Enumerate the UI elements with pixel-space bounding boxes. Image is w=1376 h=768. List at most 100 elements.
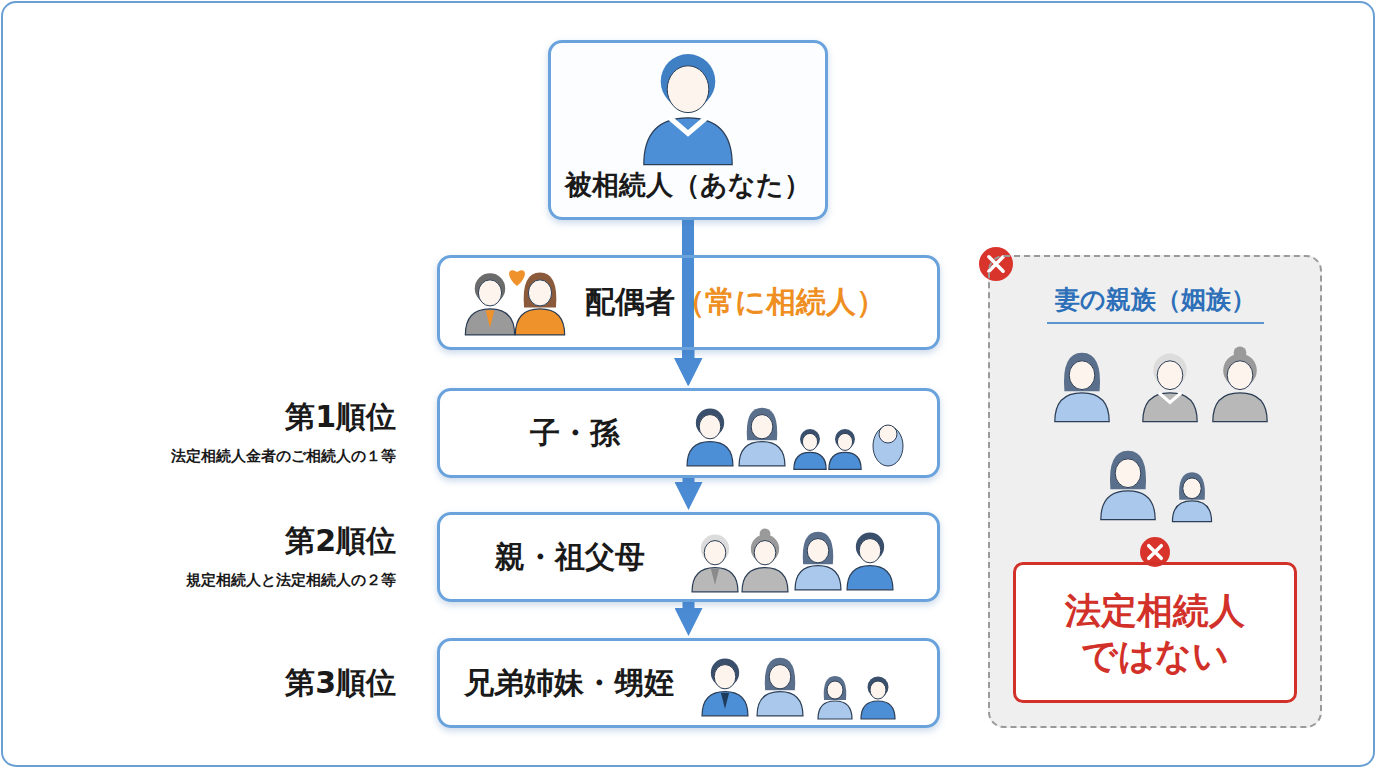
baby-face (879, 425, 897, 443)
connector-arrow (683, 602, 695, 608)
hair (824, 676, 847, 700)
node-label: 被相続人（あなた） (565, 167, 811, 203)
hair-bun (760, 528, 771, 539)
box-fill (548, 40, 828, 220)
collar (670, 118, 706, 134)
face (1069, 361, 1095, 390)
face (1115, 459, 1141, 488)
rank-note: 法定相続人金者のご相続人の１等 (171, 447, 396, 466)
face (751, 415, 773, 439)
person-icon (847, 532, 893, 589)
person-icon (1143, 354, 1197, 422)
person-icon (818, 676, 852, 719)
rank-box: 親・祖父母第2順位規定相続人と法定相続人の２等 (437, 512, 940, 602)
person-icon (687, 408, 733, 465)
face (528, 280, 551, 306)
face (1227, 361, 1253, 390)
face (827, 681, 843, 699)
person-body (742, 568, 788, 592)
hair (747, 408, 777, 440)
person-body (465, 309, 514, 335)
not-heir-box: 法定相続人 ではない (1013, 562, 1297, 703)
person-body (739, 442, 785, 466)
face (802, 433, 817, 450)
node-label: 親・祖父母 (495, 537, 645, 578)
person-body (644, 118, 732, 165)
heart (509, 270, 525, 286)
node-label: 法定相続人 ではない (1024, 588, 1286, 678)
person-body (1101, 491, 1155, 520)
face (1157, 361, 1183, 390)
person-icon (644, 54, 732, 165)
person-icon (794, 429, 826, 469)
tie (721, 693, 729, 709)
face (667, 66, 709, 113)
node-label: 子・孫 (530, 413, 620, 454)
person-icon (757, 658, 803, 716)
person-body (795, 566, 841, 590)
person-icon (702, 658, 748, 715)
person-icon (1101, 451, 1155, 520)
baby-swaddle (873, 426, 903, 466)
person-icon (465, 273, 514, 335)
face (859, 539, 881, 563)
person-body (861, 701, 895, 719)
person-icon (1172, 472, 1211, 521)
node-label: （常に相続人） (675, 282, 886, 323)
face (807, 539, 829, 563)
face (769, 665, 791, 689)
face (754, 541, 776, 565)
person-body (829, 452, 861, 469)
hair (803, 532, 833, 564)
person-icon (692, 534, 738, 591)
person-icon (739, 408, 785, 466)
person-icon (515, 273, 564, 335)
rank-heading: 第1順位 (285, 397, 396, 438)
tie (486, 310, 495, 327)
in-law-panel: 妻の親族（姻族） 法定相続人 ではない (988, 255, 1322, 728)
node-label: 配偶者 (585, 282, 675, 323)
hair (1064, 353, 1100, 391)
person-body (1172, 501, 1211, 522)
person-body (1143, 393, 1197, 422)
face (870, 681, 886, 699)
person-body (757, 692, 803, 716)
face (699, 415, 721, 439)
person-body (1213, 393, 1267, 422)
person-body (1055, 393, 1109, 422)
hair (1110, 451, 1146, 489)
rank-heading: 第3順位 (285, 663, 396, 704)
person-icon (795, 532, 841, 590)
person-icon (861, 677, 895, 720)
node-label: 妻の親族（姻族） (1047, 283, 1264, 324)
face (478, 280, 501, 306)
person-icon (1055, 353, 1109, 422)
person-body (794, 452, 826, 469)
panel-fill (988, 255, 1322, 728)
person-body (702, 692, 748, 716)
face (704, 541, 726, 565)
person-icon (829, 429, 861, 469)
box-fill (1013, 562, 1297, 703)
person-body (818, 701, 852, 719)
rank-heading: 第2順位 (285, 521, 396, 562)
tie (711, 569, 719, 585)
face (714, 665, 736, 689)
person-icon (742, 528, 788, 591)
hair (765, 658, 795, 690)
rank-note: 規定相続人と法定相続人の２等 (186, 571, 396, 590)
hair (524, 273, 557, 308)
collar (1159, 393, 1181, 403)
face (1183, 478, 1201, 499)
node-label: 兄弟姉妹・甥姪 (464, 663, 674, 704)
person-icon (1213, 346, 1267, 421)
cross-mark (979, 247, 1013, 281)
hair (1179, 472, 1205, 500)
root-box: 被相続人（あなた） (548, 40, 828, 220)
hair-bun (1234, 346, 1247, 359)
spouse-box: 配偶者（常に相続人） (437, 255, 940, 350)
rank-box: 子・孫第1順位法定相続人金者のご相続人の１等 (437, 388, 940, 478)
person-body (847, 566, 893, 590)
person-body (687, 442, 733, 466)
